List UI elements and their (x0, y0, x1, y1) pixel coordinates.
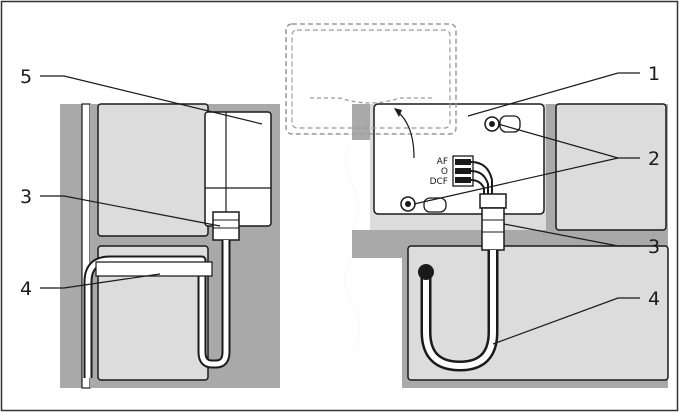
right-front-view: AF O DCF (285, 23, 669, 388)
terminal-label-o: O (441, 167, 448, 177)
callout-3-right: 3 (648, 236, 660, 258)
callout-leaders (40, 72, 640, 345)
terminal-label-af: AF (437, 157, 448, 167)
brick-lower-right (407, 245, 669, 381)
sensor-cover-dashed (285, 23, 457, 135)
brick-upper-right (555, 103, 667, 231)
callout-4-left: 4 (20, 278, 32, 300)
callout-2: 2 (648, 148, 660, 170)
callout-1: 1 (648, 63, 660, 85)
brick-upper-left (97, 103, 209, 237)
callout-3-left: 3 (20, 186, 32, 208)
callout-5: 5 (20, 66, 32, 88)
remove-cover-arrow (397, 111, 415, 159)
terminal-label-dcf: DCF (430, 177, 448, 187)
left-side-view (60, 103, 280, 389)
wall-column-outer (60, 104, 82, 388)
cable-gland-right (481, 207, 505, 251)
sensor-housing-side (204, 111, 272, 227)
callout-4-right: 4 (648, 288, 660, 310)
